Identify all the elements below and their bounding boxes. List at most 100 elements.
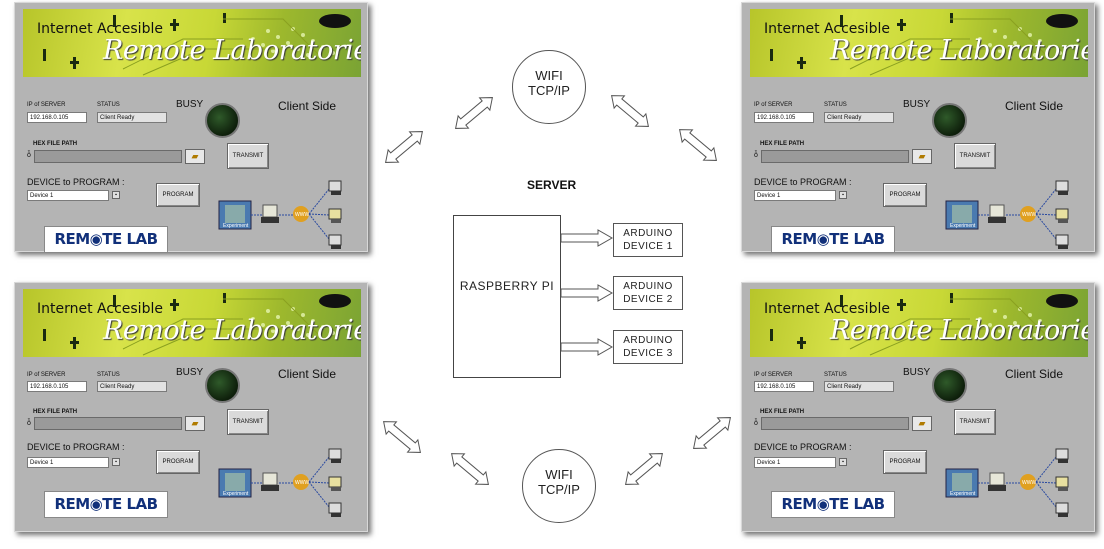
network-diagram-icon: Experiment WWW: [945, 180, 1069, 249]
busy-label: BUSY: [903, 367, 931, 378]
transmit-button[interactable]: TRANSMIT: [954, 409, 996, 435]
client-panel-bottom-right: Internet Accesible Remote Laboratories I…: [741, 282, 1095, 532]
hex-label: HEX FILE PATH: [760, 141, 805, 147]
remote-lab-logo: REM◉TE LAB: [771, 491, 895, 518]
remote-lab-logo: REM◉TE LAB: [44, 226, 168, 253]
folder-icon[interactable]: ▰: [185, 149, 205, 164]
double-arrow-2: [455, 97, 493, 129]
banner-title: Internet Accesible: [37, 21, 163, 37]
busy-label: BUSY: [176, 367, 204, 378]
wifi-top-line1: WIFI: [535, 68, 563, 83]
status-label: STATUS: [97, 102, 120, 108]
device-spinner-icon[interactable]: ▪: [112, 191, 120, 199]
hex-path-field[interactable]: [34, 150, 182, 163]
wifi-node-bottom: WIFI TCP/IP: [522, 449, 596, 523]
double-arrow-3: [611, 95, 649, 127]
experiment-label: Experiment: [950, 491, 976, 497]
wifi-bottom-line1: WIFI: [545, 467, 573, 482]
hex-path-prefix: ỗ: [27, 420, 31, 427]
ip-label: IP of SERVER: [754, 372, 793, 378]
arduino-1-line2: DEVICE 1: [623, 241, 673, 252]
hex-label: HEX FILE PATH: [33, 141, 78, 147]
transmit-button[interactable]: TRANSMIT: [954, 143, 996, 169]
banner: Internet Accesible Remote Laboratories: [750, 289, 1088, 357]
client-panel-bottom-left: Internet Accesible Remote Laboratories I…: [14, 282, 368, 532]
hex-path-field[interactable]: [34, 417, 182, 430]
program-button[interactable]: PROGRAM: [883, 450, 927, 474]
wifi-bottom-line2: TCP/IP: [538, 482, 580, 497]
raspberry-pi-box: RASPBERRY PI: [453, 215, 561, 378]
busy-led: [205, 368, 240, 403]
client-panel-top-right: Internet Accesible Remote Laboratories I…: [741, 2, 1095, 253]
device-select[interactable]: Device 1: [754, 190, 836, 201]
arduino-3-line2: DEVICE 3: [623, 348, 673, 359]
device-select[interactable]: Device 1: [754, 457, 836, 468]
device-label: DEVICE to PROGRAM :: [754, 442, 852, 452]
double-arrow-1: [385, 131, 423, 163]
folder-icon[interactable]: ▰: [912, 149, 932, 164]
device-spinner-icon[interactable]: ▪: [839, 191, 847, 199]
program-button[interactable]: PROGRAM: [156, 183, 200, 207]
status-label: STATUS: [824, 372, 847, 378]
status-label: STATUS: [97, 372, 120, 378]
client-side-label: Client Side: [278, 99, 337, 113]
device-label: DEVICE to PROGRAM :: [27, 177, 125, 187]
banner-subtitle: Remote Laboratories: [830, 35, 1088, 66]
ip-field[interactable]: 192.168.0.105: [754, 112, 814, 123]
transmit-button[interactable]: TRANSMIT: [227, 143, 269, 169]
network-diagram-icon: Experiment WWW: [218, 180, 342, 249]
ip-label: IP of SERVER: [754, 102, 793, 108]
hex-path-field[interactable]: [761, 150, 909, 163]
circuit-board-graphic: [43, 293, 351, 356]
banner: Internet Accesible Remote Laboratories: [750, 9, 1088, 77]
status-field: Client Ready: [824, 381, 894, 392]
remote-lab-logo: REM◉TE LAB: [771, 226, 895, 253]
double-arrow-8: [693, 417, 731, 449]
folder-icon[interactable]: ▰: [912, 416, 932, 431]
arduino-device-3: ARDUINO DEVICE 3: [613, 330, 683, 364]
hex-path-field[interactable]: [761, 417, 909, 430]
hex-path-prefix: ỗ: [27, 152, 31, 159]
busy-label: BUSY: [903, 99, 931, 110]
banner-title: Internet Accesible: [764, 301, 890, 317]
client-side-label: Client Side: [1005, 367, 1064, 381]
folder-icon[interactable]: ▰: [185, 416, 205, 431]
banner-subtitle: Remote Laboratories: [103, 315, 361, 346]
experiment-label: Experiment: [223, 491, 249, 497]
double-arrow-7: [625, 453, 663, 485]
busy-led: [932, 368, 967, 403]
device-spinner-icon[interactable]: ▪: [112, 458, 120, 466]
wifi-top-line2: TCP/IP: [528, 83, 570, 98]
device-label: DEVICE to PROGRAM :: [27, 442, 125, 452]
svg-text:WWW: WWW: [295, 480, 309, 486]
server-label: SERVER: [527, 178, 577, 192]
ip-field[interactable]: 192.168.0.105: [27, 112, 87, 123]
status-label: STATUS: [824, 102, 847, 108]
device-select[interactable]: Device 1: [27, 457, 109, 468]
program-button[interactable]: PROGRAM: [883, 183, 927, 207]
hex-path-prefix: ỗ: [754, 152, 758, 159]
program-button[interactable]: PROGRAM: [156, 450, 200, 474]
ip-label: IP of SERVER: [27, 372, 66, 378]
arduino-2-line2: DEVICE 2: [623, 294, 673, 305]
wifi-node-top: WIFI TCP/IP: [512, 50, 586, 124]
double-arrow-4: [679, 129, 717, 161]
svg-text:WWW: WWW: [1022, 212, 1036, 218]
transmit-button[interactable]: TRANSMIT: [227, 409, 269, 435]
hex-path-prefix: ỗ: [754, 420, 758, 427]
client-panel-top-left: Internet Accesible Remote Laboratories I…: [14, 2, 368, 253]
status-field: Client Ready: [97, 112, 167, 123]
ip-field[interactable]: 192.168.0.105: [754, 381, 814, 392]
arduino-3-line1: ARDUINO: [623, 335, 673, 346]
hex-label: HEX FILE PATH: [33, 409, 78, 415]
banner-subtitle: Remote Laboratories: [830, 315, 1088, 346]
banner-title: Internet Accesible: [37, 301, 163, 317]
ip-field[interactable]: 192.168.0.105: [27, 381, 87, 392]
arrow-rpi-arduino-3: [560, 338, 614, 356]
banner-title: Internet Accesible: [764, 21, 890, 37]
double-arrow-5: [383, 421, 421, 453]
device-spinner-icon[interactable]: ▪: [839, 458, 847, 466]
experiment-label: Experiment: [223, 223, 249, 229]
arduino-device-2: ARDUINO DEVICE 2: [613, 276, 683, 310]
device-select[interactable]: Device 1: [27, 190, 109, 201]
